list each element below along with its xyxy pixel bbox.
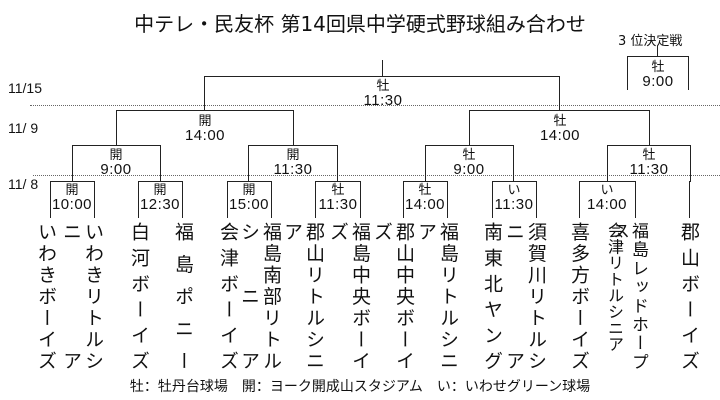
team-name: 郡山ボーイズ [678,222,700,370]
team-name: 郡山中央ボーイズ [371,222,415,370]
third-place-label: 3 位決定戦 [618,34,683,49]
quarterfinal-bracket [607,145,691,182]
semifinal-bracket [116,110,294,146]
venue: 開 [242,183,256,198]
semifinal-bracket [469,110,650,146]
venue: い [600,183,614,198]
venue: 開 [109,148,123,163]
quarterfinal-bracket [248,145,338,182]
time: 12:30 [139,196,181,213]
venue: 開 [198,114,212,129]
venue: 牡 [553,114,567,129]
time: 9:00 [453,161,485,178]
time: 9:00 [100,161,132,178]
quarterfinal-bracket [72,145,161,182]
time: 10:00 [51,196,93,213]
venue: 開 [153,183,167,198]
team-name: 郡山リトルシニア [281,222,325,370]
page-title: 中テレ・民友杯 第14回県中学硬式野球組み合わせ [134,12,586,36]
venue: 牡 [651,60,665,75]
time: 11:30 [363,92,403,109]
final-bracket [204,76,560,111]
team-name: 福島中央ボーイズ [327,222,371,370]
first-round-bracket [579,181,636,218]
date-day1: 11/ 8 [8,176,39,192]
venue: 牡 [642,148,656,163]
team-name: 福島リトルシニア [415,222,459,370]
date-divider [33,175,720,176]
team-name: 南東北ヤング [481,222,503,370]
date-final: 11/15 [8,80,42,96]
quarterfinal-bracket [425,145,514,182]
venue: 牡 [418,183,432,198]
first-round-bracket [403,181,448,218]
venue: 開 [286,148,300,163]
team-name: 福島ポニー [172,222,194,370]
team-name: 会津ボーイズ [217,222,239,370]
time: 9:00 [642,73,674,90]
date-divider [30,105,720,106]
bracket-line [689,181,690,218]
team-name-joint: 福島レッドホープス [609,222,648,370]
first-round-bracket [315,181,361,218]
team-name: 須賀川リトルシニア [503,222,547,370]
date-day2: 11/ 9 [8,120,39,136]
venue: い [507,183,521,198]
time: 14:00 [404,196,446,213]
team-name: いわきリトルシニア [60,222,104,370]
time: 11:30 [318,196,358,213]
third-place-bracket [627,56,689,90]
team-name: 喜多方ボーイズ [568,222,590,370]
time: 14:00 [184,127,226,144]
time: 14:00 [539,127,581,144]
venue-legend: 牡：牡丹台球場 開：ヨーク開成山スタジアム い：いわせグリーン球場 [129,379,591,395]
first-round-bracket [227,181,272,218]
first-round-bracket [50,181,95,218]
first-round-bracket [492,181,537,218]
team-name-joint: 会津リトルシニア [605,222,624,352]
time: 11:30 [494,196,534,213]
venue: 牡 [462,148,476,163]
time: 14:00 [586,196,628,213]
time: 11:30 [273,161,313,178]
team-name: 福島南部リトルシニア [238,222,282,370]
venue: 牡 [376,79,390,94]
venue: 開 [65,183,79,198]
time: 11:30 [629,161,669,178]
first-round-bracket [138,181,183,218]
team-name: 白河ボーイズ [128,222,150,370]
team-name: いわきボーイズ [35,222,57,370]
bracket-line [657,46,658,56]
bracket-line [382,60,383,76]
venue: 牡 [331,183,345,198]
time: 15:00 [228,196,270,213]
